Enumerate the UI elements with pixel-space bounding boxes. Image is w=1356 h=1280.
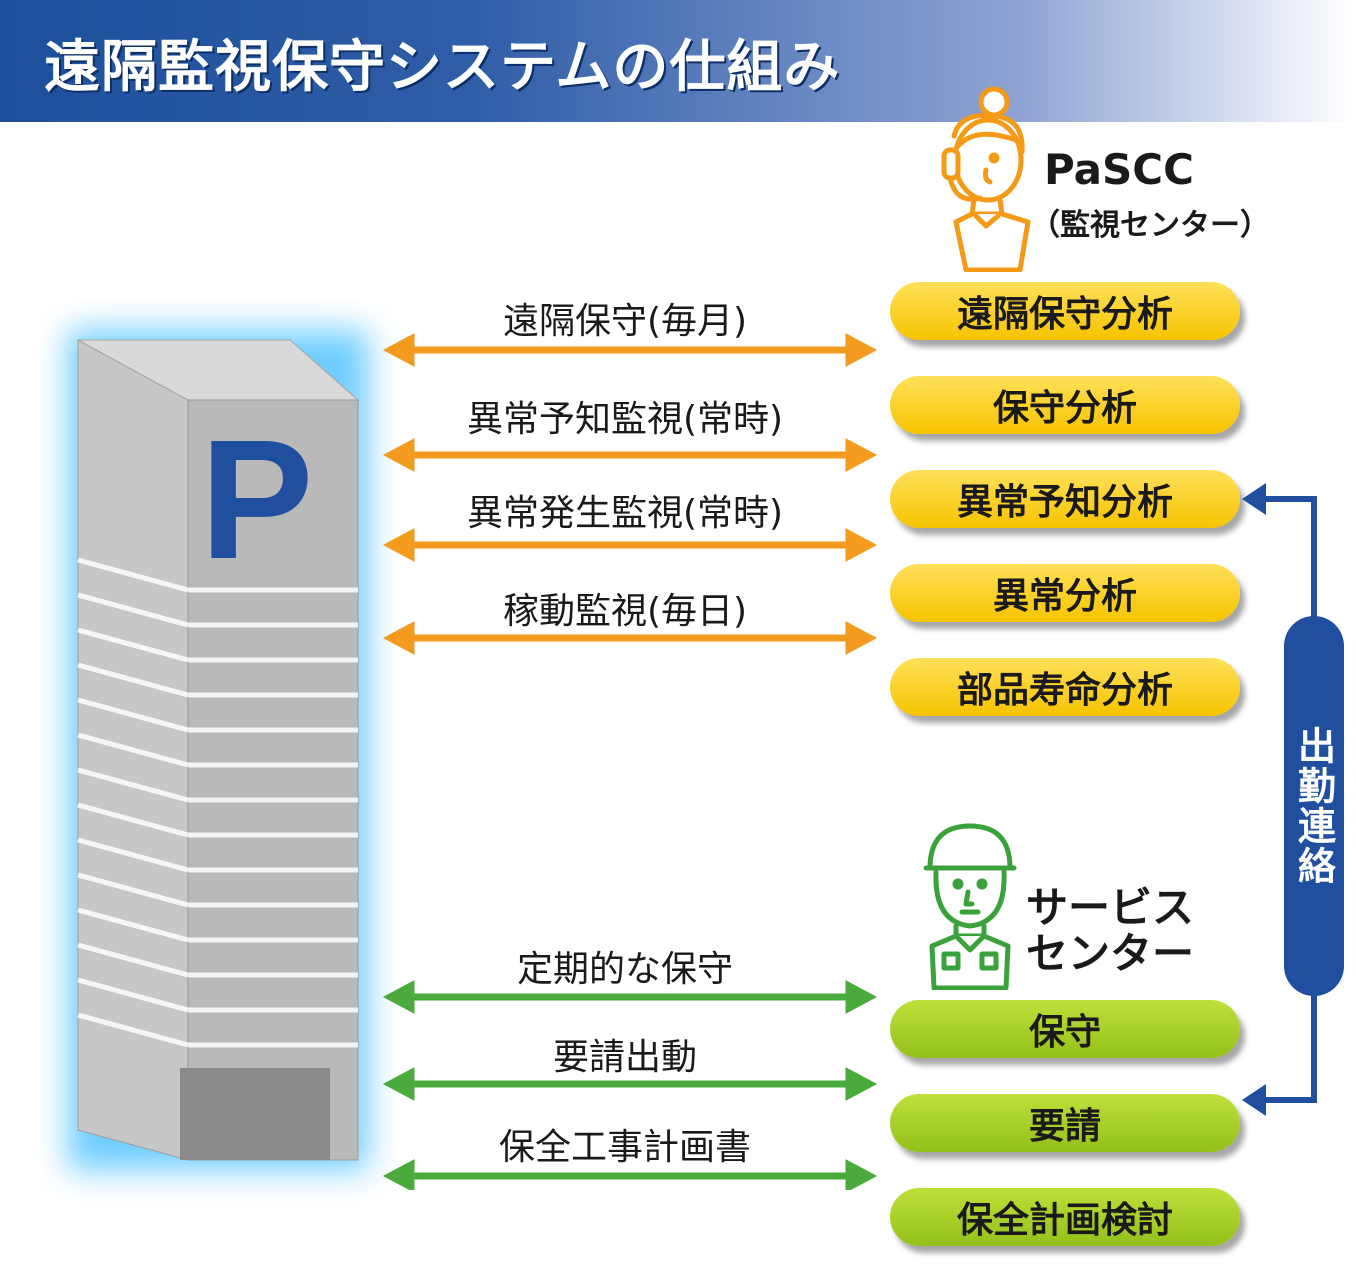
monitor-arrow-2 [382, 438, 878, 472]
title-banner: 遠隔監視保守システムの仕組み [0, 0, 1356, 122]
service-center-name-line2: センター [1026, 929, 1195, 978]
analysis-pill-part-lifespan: 部品寿命分析 [890, 658, 1240, 716]
service-flow-label-2: 要請出動 [552, 1037, 697, 1078]
monitor-flow-label-2: 異常予知監視(常時) [466, 399, 784, 440]
helmet-worker-icon [923, 823, 1017, 990]
service-flow-label-3: 保全工事計画書 [498, 1127, 751, 1168]
building-letter: P [200, 405, 313, 595]
service-arrows [382, 980, 878, 1190]
flow-arrows [382, 333, 878, 1190]
monitor-flow-label-3: 異常発生監視(常時) [466, 493, 784, 534]
service-flow-label-1: 定期的な保守 [516, 949, 733, 990]
service-arrow-2 [382, 1067, 878, 1101]
monitoring-center-name: PaSCC [1044, 145, 1194, 194]
analysis-pill-remote-maintenance: 遠隔保守分析 [890, 282, 1240, 340]
monitor-arrow-3 [382, 528, 878, 562]
service-center-name-line1: サービス [1026, 883, 1195, 932]
analysis-pill-maintenance: 保守分析 [890, 376, 1240, 434]
service-pill-request: 要請 [890, 1094, 1240, 1152]
monitor-arrows [382, 333, 878, 655]
page-title: 遠隔監視保守システムの仕組み [44, 35, 841, 100]
building-icon: P [68, 330, 368, 1170]
monitoring-center-subtitle: （監視センター） [1030, 208, 1270, 243]
monitor-flow-label-1: 遠隔保守(毎月) [502, 301, 748, 342]
analysis-pill-anomaly: 異常分析 [890, 564, 1240, 622]
monitor-flow-label-4: 稼動監視(毎日) [502, 591, 748, 632]
service-arrow-1 [382, 980, 878, 1014]
headset-operator-icon [941, 86, 1031, 272]
monitor-arrow-4 [382, 621, 878, 655]
analysis-pill-anomaly-prediction: 異常予知分析 [890, 470, 1240, 528]
service-arrow-3 [382, 1159, 878, 1190]
dispatch-notice-label: 出勤連絡 [1291, 726, 1336, 886]
dispatch-notice-badge: 出勤連絡 [1284, 616, 1344, 996]
monitor-arrow-1 [382, 333, 878, 367]
service-pill-maintenance: 保守 [890, 1000, 1240, 1058]
service-pill-plan-review: 保全計画検討 [890, 1188, 1240, 1246]
